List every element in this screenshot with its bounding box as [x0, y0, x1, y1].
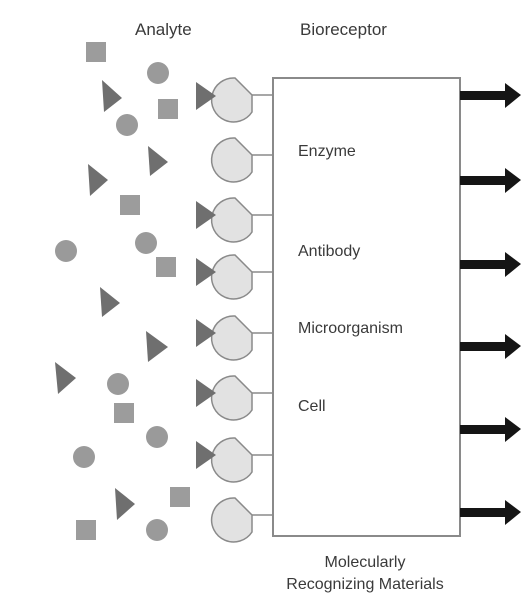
pacman-receptor — [210, 437, 253, 483]
triangle-analyte — [102, 80, 122, 112]
bioreceptor-label: Bioreceptor — [300, 20, 387, 39]
triangle-analyte — [196, 201, 216, 229]
bioreceptor-box — [272, 77, 461, 537]
circle-analyte — [147, 62, 169, 84]
footer-line-1: Molecularly — [324, 554, 406, 571]
triangle-analyte — [196, 379, 216, 407]
box-item-enzyme: Enzyme — [298, 143, 356, 160]
triangle-analyte — [148, 146, 168, 176]
pacman-receptor — [210, 497, 253, 543]
triangle-analyte — [55, 362, 76, 394]
circle-analyte — [146, 519, 168, 541]
triangle-analyte — [146, 331, 168, 362]
output-arrow — [460, 83, 521, 108]
footer-line-2: Recognizing Materials — [286, 576, 444, 593]
triangle-analyte — [100, 287, 120, 317]
square-analyte — [86, 42, 106, 62]
pacman-receptor — [210, 315, 253, 361]
circle-analyte — [116, 114, 138, 136]
triangle-analyte — [196, 441, 216, 469]
output-arrow — [460, 168, 521, 193]
square-analyte — [114, 403, 134, 423]
circle-analyte — [107, 373, 129, 395]
circle-analyte — [135, 232, 157, 254]
output-arrows — [460, 83, 521, 525]
pacman-receptor — [210, 137, 253, 183]
output-arrow — [460, 500, 521, 525]
output-arrow — [460, 334, 521, 359]
triangle-analyte — [88, 164, 108, 196]
box-item-microorganism: Microorganism — [298, 320, 403, 337]
box-item-antibody: Antibody — [298, 243, 361, 260]
pacman-receptor — [210, 77, 253, 123]
footer-caption: Molecularly Recognizing Materials — [250, 552, 480, 596]
output-arrow — [460, 252, 521, 277]
square-analyte — [158, 99, 178, 119]
square-analyte — [120, 195, 140, 215]
receptors — [210, 77, 253, 543]
pacman-receptor — [210, 197, 253, 243]
analyte-circles — [55, 62, 169, 541]
analyte-triangles — [55, 80, 168, 520]
square-analyte — [76, 520, 96, 540]
circle-analyte — [146, 426, 168, 448]
circle-analyte — [73, 446, 95, 468]
triangle-analyte — [196, 319, 216, 347]
bound-triangles — [196, 82, 216, 469]
analyte-squares — [76, 42, 190, 540]
triangle-analyte — [196, 258, 216, 286]
triangle-analyte — [196, 82, 216, 110]
circle-analyte — [55, 240, 77, 262]
pacman-receptor — [210, 375, 253, 421]
square-analyte — [156, 257, 176, 277]
output-arrow — [460, 417, 521, 442]
square-analyte — [170, 487, 190, 507]
analyte-label: Analyte — [135, 20, 192, 39]
receptor-connectors — [252, 94, 273, 516]
triangle-analyte — [115, 488, 135, 520]
box-item-cell: Cell — [298, 398, 326, 415]
pacman-receptor — [210, 254, 253, 300]
